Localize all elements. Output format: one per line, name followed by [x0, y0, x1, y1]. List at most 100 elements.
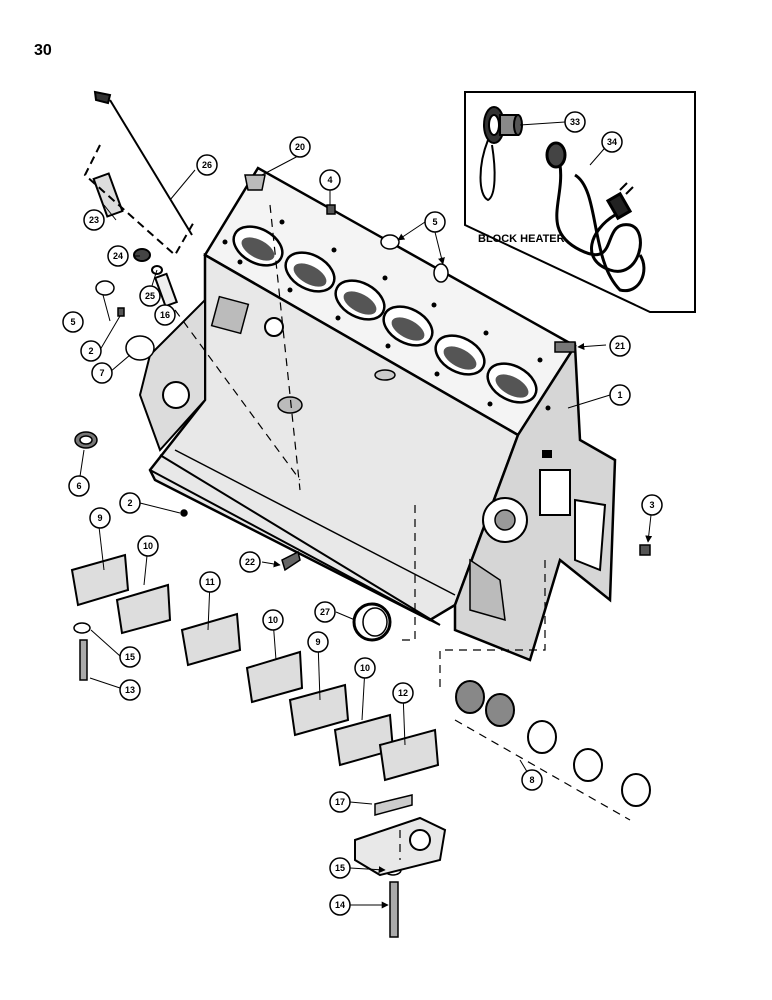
callout-21: 21 [609, 335, 631, 357]
callout-number: 15 [125, 652, 135, 662]
callout-11: 11 [199, 571, 221, 593]
callout-circle [62, 311, 84, 333]
callout-circle [329, 857, 351, 879]
callout-5: 5 [424, 211, 446, 233]
callout-13: 13 [119, 679, 141, 701]
callout-number: 11 [205, 577, 215, 587]
callout-25: 25 [139, 285, 161, 307]
page-number: 30 [34, 42, 52, 59]
callout-circle [601, 131, 623, 153]
callout-6: 6 [68, 475, 90, 497]
callout-number: 27 [320, 607, 330, 617]
callout-number: 21 [615, 341, 625, 351]
callout-33: 33 [564, 111, 586, 133]
callout-number: 14 [335, 900, 345, 910]
callout-circle [609, 335, 631, 357]
callout-5: 5 [62, 311, 84, 333]
callout-circle [239, 551, 261, 573]
callout-number: 15 [335, 863, 345, 873]
callout-34: 34 [601, 131, 623, 153]
leader-lines [78, 121, 653, 909]
callout-circle [314, 601, 336, 623]
callout-number: 3 [649, 500, 654, 510]
callout-circle [424, 211, 446, 233]
callout-16: 16 [154, 304, 176, 326]
callout-number: 24 [113, 251, 123, 261]
callout-number: 25 [145, 291, 155, 301]
callout-number: 10 [143, 541, 153, 551]
callout-number: 13 [125, 685, 135, 695]
callout-27: 27 [314, 601, 336, 623]
camshaft-bearings [455, 680, 651, 807]
block-heater-inset: BLOCK HEATER [464, 91, 696, 313]
callout-number: 16 [160, 310, 170, 320]
callout-number: 34 [607, 137, 617, 147]
callout-circle [80, 340, 102, 362]
dipstick-assembly [83, 90, 196, 308]
callout-circle [307, 631, 329, 653]
callout-14: 14 [329, 894, 351, 916]
callout-circle [119, 679, 141, 701]
callout-number: 1 [617, 390, 622, 400]
callout-circle [392, 682, 414, 704]
callout-number: 12 [398, 688, 408, 698]
callout-number: 22 [245, 557, 255, 567]
callout-circle [119, 646, 141, 668]
callout-number: 7 [99, 368, 104, 378]
callout-circle [154, 304, 176, 326]
callout-number: 26 [202, 160, 212, 170]
callout-circle [139, 285, 161, 307]
callout-circle [319, 169, 341, 191]
callout-number: 33 [570, 117, 580, 127]
callout-circle [354, 657, 376, 679]
callout-circle [89, 507, 111, 529]
callout-2: 2 [80, 340, 102, 362]
callout-4: 4 [319, 169, 341, 191]
callout-number: 17 [335, 797, 345, 807]
heater-cord [545, 141, 646, 293]
callout-number: 4 [327, 175, 332, 185]
callout-17: 17 [329, 791, 351, 813]
callout-20: 20 [289, 136, 311, 158]
callout-number: 2 [88, 346, 93, 356]
callout-number: 9 [97, 513, 102, 523]
callout-circle [196, 154, 218, 176]
callout-number: 20 [295, 142, 305, 152]
callout-number: 8 [529, 775, 534, 785]
callout-2: 2 [119, 492, 141, 514]
callout-circle [262, 609, 284, 631]
callout-7: 7 [91, 362, 113, 384]
callout-number: 9 [315, 637, 320, 647]
callout-circle [91, 362, 113, 384]
callout-circle [119, 492, 141, 514]
callout-number: 5 [432, 217, 437, 227]
callout-1: 1 [609, 384, 631, 406]
engine-block [138, 166, 617, 662]
inset-title: BLOCK HEATER [478, 233, 565, 245]
main-bearing-caps [70, 553, 440, 782]
callout-24: 24 [107, 245, 129, 267]
callout-circle [564, 111, 586, 133]
callout-10: 10 [137, 535, 159, 557]
callout-8: 8 [521, 769, 543, 791]
callout-circle [641, 494, 663, 516]
callout-number: 2 [127, 498, 132, 508]
callout-circle [329, 894, 351, 916]
heater-element [479, 106, 523, 202]
callout-circle [83, 209, 105, 231]
callout-circle [329, 791, 351, 813]
callout-10: 10 [262, 609, 284, 631]
callout-circle [609, 384, 631, 406]
small-parts [73, 174, 651, 938]
callout-circle [107, 245, 129, 267]
callout-3: 3 [641, 494, 663, 516]
callout-circle [521, 769, 543, 791]
callout-22: 22 [239, 551, 261, 573]
callout-26: 26 [196, 154, 218, 176]
callout-15: 15 [329, 857, 351, 879]
callout-circle [68, 475, 90, 497]
callout-23: 23 [83, 209, 105, 231]
callout-number: 23 [89, 215, 99, 225]
callout-circle [137, 535, 159, 557]
callout-9: 9 [89, 507, 111, 529]
